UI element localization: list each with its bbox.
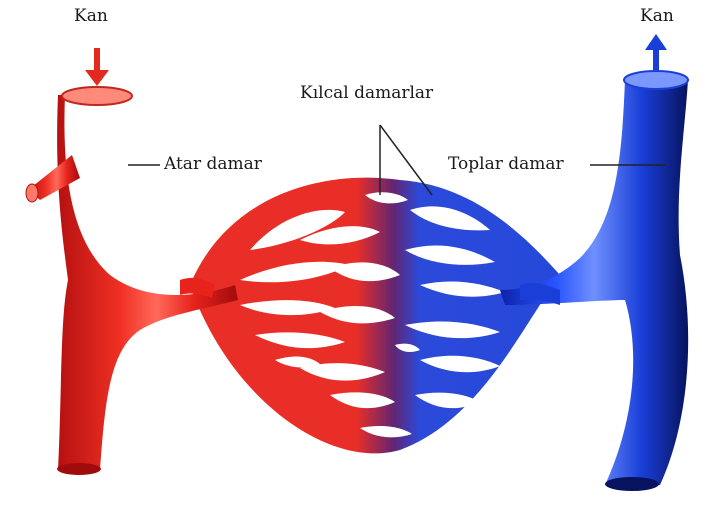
outflow-arrow-icon xyxy=(645,34,667,70)
artery-opening xyxy=(62,87,132,105)
label-blood-in: Kan xyxy=(74,6,108,26)
label-blood-out: Kan xyxy=(640,6,674,26)
vein-opening xyxy=(624,71,688,89)
label-vein: Toplar damar xyxy=(448,154,564,174)
label-artery: Atar damar xyxy=(164,154,262,174)
label-capillaries: Kılcal damarlar xyxy=(300,83,433,103)
inflow-arrow-icon xyxy=(85,48,109,86)
